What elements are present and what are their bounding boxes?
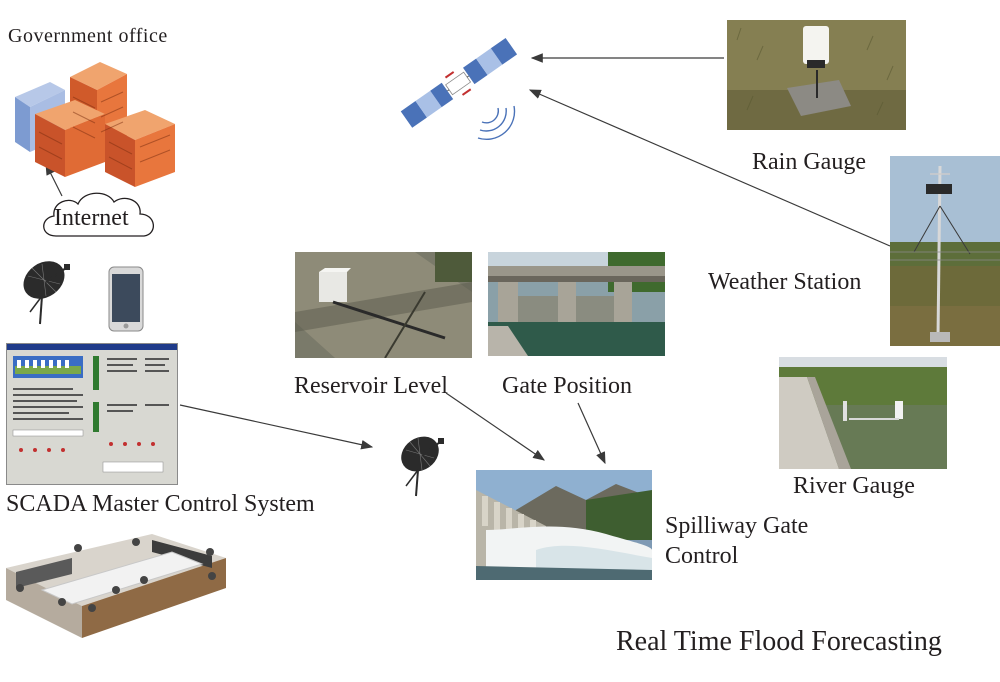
scada-screen-image [6,343,178,485]
arrow-internet-to-building [45,162,63,197]
weather-station-label: Weather Station [708,269,862,295]
arrow-reservoir-to-spillway [445,392,545,461]
arrow-gate-to-spillway [577,402,606,465]
spillway-gate-label-line2: Control [665,543,739,569]
arrow-scada-to-dish [179,404,374,450]
control-room-image [6,534,226,638]
satellite-dish-icon [23,261,70,325]
scada-label: SCADA Master Control System [6,491,315,517]
satellite-icon [400,37,518,141]
gate-position-photo [488,252,665,356]
smartphone-icon [108,266,144,332]
internet-label: Internet [54,205,129,231]
reservoir-level-label: Reservoir Level [294,373,448,399]
cloud-icon [43,192,154,237]
rain-gauge-photo [727,20,906,130]
rain-gauge-label: Rain Gauge [752,149,866,175]
arrow-weather-to-satellite [528,89,891,247]
spillway-gate-label-line1: Spilliway Gate [665,513,809,539]
government-office-label: Government office [8,25,168,47]
gate-position-label: Gate Position [502,373,632,399]
weather-station-photo [890,156,1000,346]
satellite-dish-icon [401,436,444,497]
office-building-icon [15,62,175,187]
diagram-title: Real Time Flood Forecasting [616,626,942,657]
river-gauge-label: River Gauge [793,473,915,499]
spillway-gate-photo [476,470,652,580]
river-gauge-photo [779,357,947,469]
reservoir-level-photo [295,252,472,358]
